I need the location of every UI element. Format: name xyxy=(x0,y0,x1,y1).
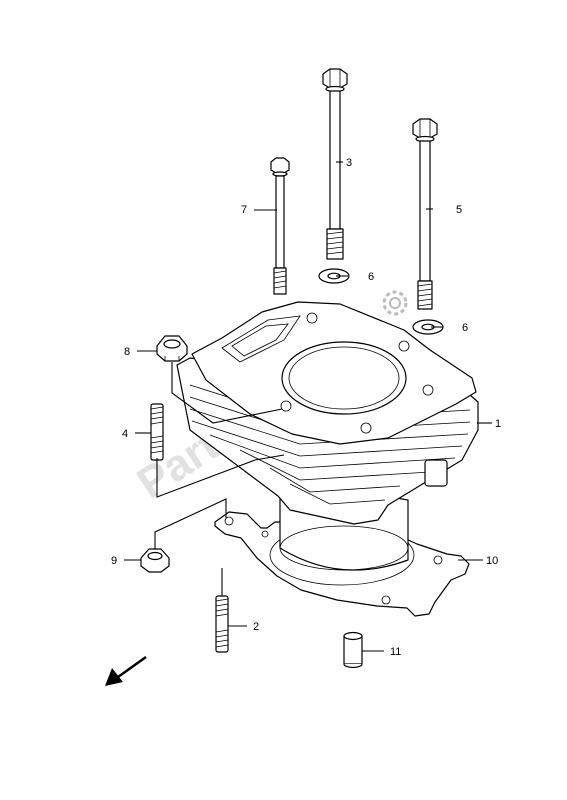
part-9-nut[interactable] xyxy=(140,548,170,573)
part-6-washer-upper[interactable] xyxy=(318,268,350,284)
part-11-dowel[interactable] xyxy=(343,631,363,669)
part-7-bolt[interactable] xyxy=(270,157,290,295)
callout-4: 3 xyxy=(346,157,352,169)
gear-icon xyxy=(382,290,408,316)
callout-7: 7 xyxy=(241,204,247,216)
part-8-nut[interactable] xyxy=(156,335,188,362)
callout-11: 11 xyxy=(390,646,401,658)
callout-5: 5 xyxy=(456,204,462,216)
part-5-bolt[interactable] xyxy=(412,118,438,310)
part-3-stud[interactable] xyxy=(150,403,164,461)
callout-6-upper: 6 xyxy=(368,271,374,283)
callout-1: 1 xyxy=(495,418,501,430)
part-6-washer-lower[interactable] xyxy=(412,319,444,335)
leader-lines xyxy=(124,161,492,652)
callout-9: 9 xyxy=(111,555,117,567)
part-2-stud[interactable] xyxy=(215,595,229,653)
callout-10: 10 xyxy=(486,555,498,567)
callout-3: 4 xyxy=(122,428,128,440)
callout-2: 2 xyxy=(253,621,259,633)
part-4-bolt[interactable] xyxy=(322,68,348,260)
part-1-cylinder[interactable] xyxy=(176,301,479,571)
callout-8: 8 xyxy=(124,346,130,358)
callout-6-lower: 6 xyxy=(462,322,468,334)
arrow-icon xyxy=(105,655,147,686)
